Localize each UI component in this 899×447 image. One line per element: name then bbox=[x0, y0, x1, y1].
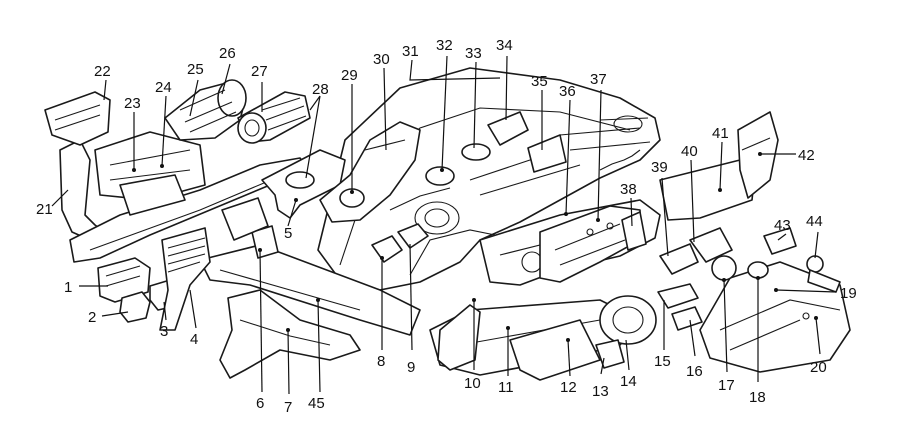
callout-21: 21 bbox=[36, 201, 53, 218]
glove-box bbox=[699, 261, 851, 373]
callout-40: 40 bbox=[681, 143, 698, 160]
callout-28: 28 bbox=[312, 81, 329, 98]
callout-22: 22 bbox=[94, 63, 111, 80]
callout-35: 35 bbox=[531, 73, 548, 90]
callout-38: 38 bbox=[620, 181, 637, 198]
center-vents bbox=[371, 223, 429, 263]
callout-5: 5 bbox=[284, 225, 292, 242]
callout-11: 11 bbox=[498, 379, 514, 396]
callout-23: 23 bbox=[124, 95, 141, 112]
console-side-panel bbox=[437, 304, 481, 371]
blower-motor bbox=[164, 79, 311, 144]
callout-32: 32 bbox=[436, 37, 453, 54]
callout-18: 18 bbox=[749, 389, 766, 406]
callout-31: 31 bbox=[402, 43, 419, 60]
callout-36: 36 bbox=[559, 83, 576, 100]
callout-17: 17 bbox=[718, 377, 735, 394]
callout-42: 42 bbox=[798, 147, 815, 164]
callout-4: 4 bbox=[190, 331, 198, 348]
dash-switches bbox=[425, 111, 567, 186]
callout-25: 25 bbox=[187, 61, 204, 78]
left-duct-assembly bbox=[44, 91, 311, 263]
leader-lines bbox=[51, 55, 837, 395]
callout-12: 12 bbox=[560, 379, 577, 396]
vent-duct-4 bbox=[159, 227, 211, 331]
leader-dots bbox=[132, 152, 818, 342]
callout-20: 20 bbox=[810, 359, 827, 376]
callout-7: 7 bbox=[284, 399, 292, 416]
callout-labels: 1 2 3 4 5 6 7 8 9 10 11 12 13 14 15 16 1… bbox=[36, 37, 857, 416]
callout-16: 16 bbox=[686, 363, 703, 380]
callout-9: 9 bbox=[407, 359, 415, 376]
callout-44: 44 bbox=[806, 213, 823, 230]
callout-15: 15 bbox=[654, 353, 671, 370]
callout-27: 27 bbox=[251, 63, 268, 80]
center-bracket bbox=[539, 205, 641, 283]
callout-26: 26 bbox=[219, 45, 236, 62]
callout-34: 34 bbox=[496, 37, 513, 54]
callout-6: 6 bbox=[256, 395, 264, 412]
callout-29: 29 bbox=[341, 67, 358, 84]
callout-14: 14 bbox=[620, 373, 637, 390]
callout-2: 2 bbox=[88, 309, 96, 326]
pedal-bracket bbox=[261, 149, 346, 219]
callout-8: 8 bbox=[377, 353, 385, 370]
callout-39: 39 bbox=[651, 159, 668, 176]
callout-13: 13 bbox=[592, 383, 609, 400]
callout-33: 33 bbox=[465, 45, 482, 62]
callout-43: 43 bbox=[774, 217, 791, 234]
radio-modules bbox=[657, 283, 703, 331]
callout-1: 1 bbox=[64, 279, 72, 296]
callout-45: 45 bbox=[308, 395, 325, 412]
callout-41: 41 bbox=[712, 125, 729, 142]
steering-support bbox=[319, 121, 421, 223]
callout-10: 10 bbox=[464, 375, 481, 392]
lower-cross-member bbox=[199, 244, 421, 336]
callout-3: 3 bbox=[160, 323, 168, 340]
right-end-panel bbox=[659, 111, 779, 221]
floor-duct-left bbox=[219, 289, 361, 379]
callout-37: 37 bbox=[590, 71, 607, 88]
callout-19: 19 bbox=[840, 285, 857, 302]
gauge-unit bbox=[595, 295, 657, 369]
callout-24: 24 bbox=[155, 79, 172, 96]
callout-30: 30 bbox=[373, 51, 390, 68]
